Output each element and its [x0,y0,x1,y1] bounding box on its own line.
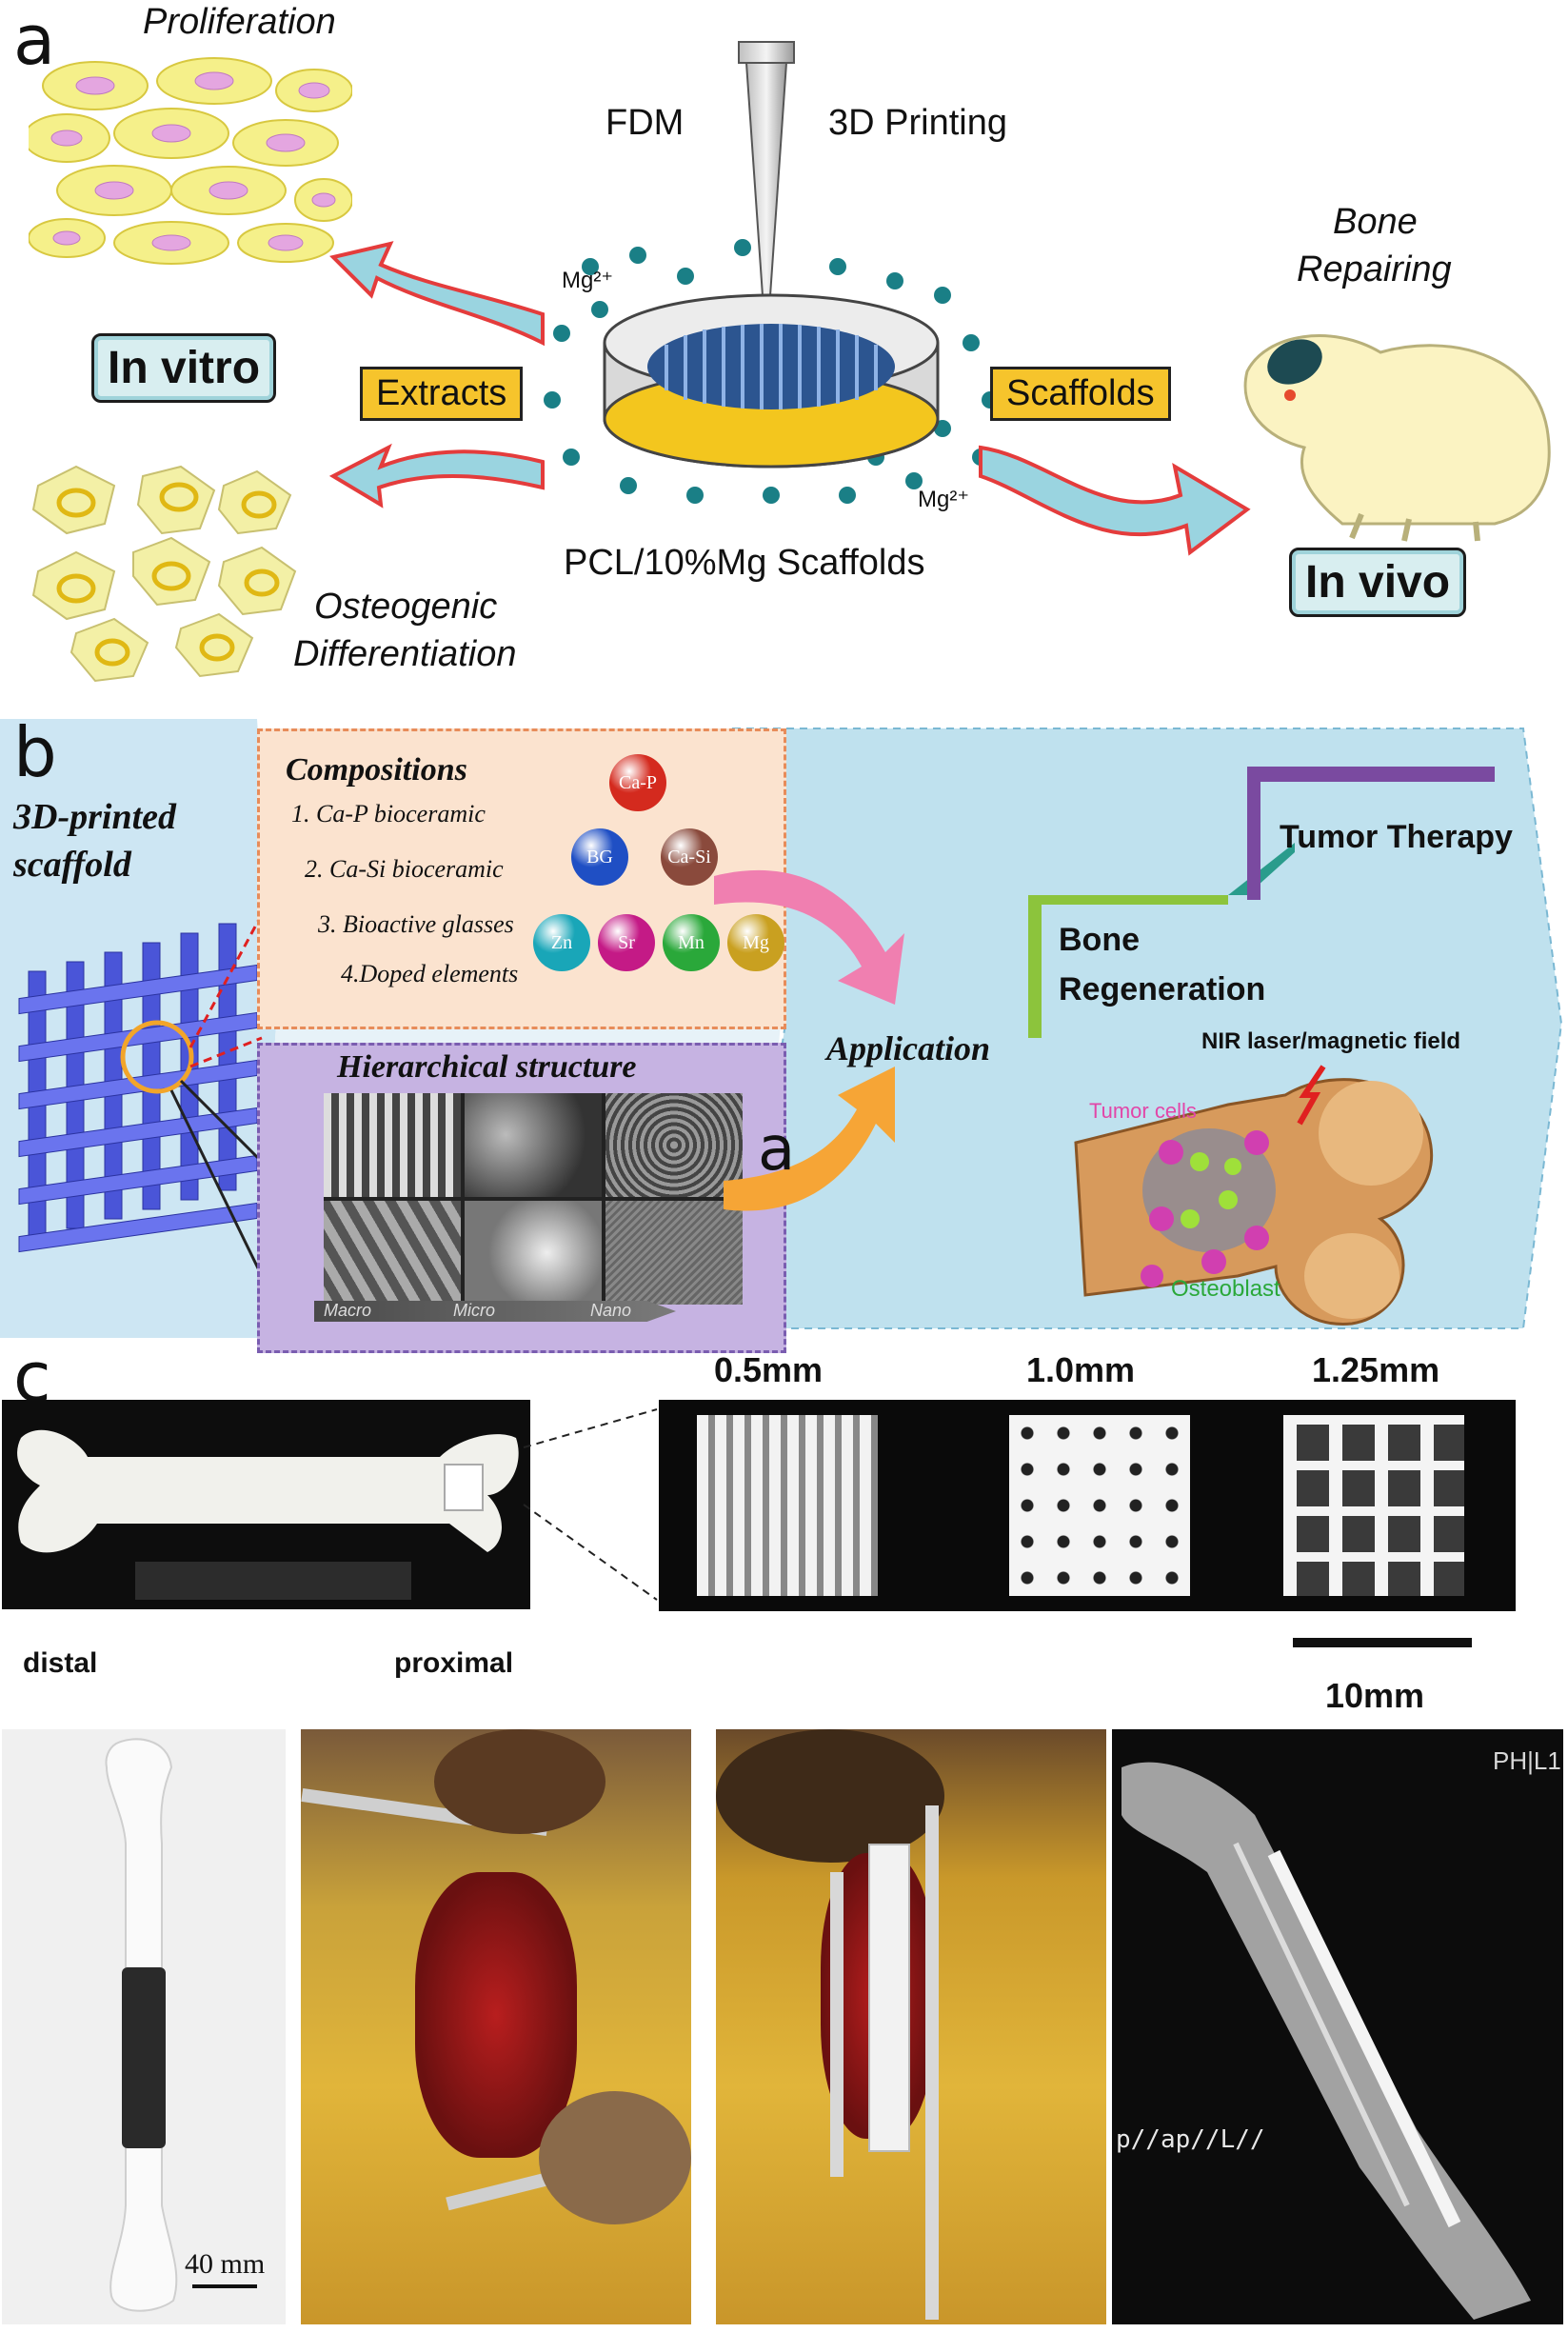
xray-corner-label: PH|L1 [1493,1746,1561,1775]
proliferation-cells-illustration [29,57,352,265]
retractor [830,1872,844,2177]
tumor-cells-label: Tumor cells [1089,1099,1197,1123]
mouse-illustration [1243,334,1551,542]
xray-bone-shape [1121,1762,1531,2320]
panel-letter-b: b [13,712,57,792]
scaffold-samples-photo [659,1400,1516,1611]
scale-nano: Nano [590,1301,632,1320]
comp-item-4: 4.Doped elements [341,960,519,987]
arrow-in-vivo [979,445,1251,556]
femur-photo [2,1400,530,1609]
retractor [925,1805,939,2320]
mg-ion-label-bottom: Mg²⁺ [918,487,969,512]
femur-bone-shape [17,1429,519,1600]
sem-image [605,1201,743,1305]
sem-image [324,1093,461,1197]
sphere-cap: Ca-P [609,754,666,811]
xray-text-label: p//ap//L// [1116,2125,1265,2154]
distal-label: distal [23,1647,98,1679]
nir-label: NIR laser/magnetic field [1201,1028,1461,1054]
in-vivo-box: In vivo [1289,548,1467,617]
3d-printing-label: 3D Printing [828,103,1007,143]
lattice-scaffold-illustration [18,914,264,1276]
application-arrows [714,869,904,1211]
osteogenic-label-2: Differentiation [293,634,517,674]
scale-arrow-bar [314,1301,676,1322]
bone-regen-label-1: Bone [1059,922,1140,958]
sphere-zn: Zn [533,914,590,971]
scaffold-title-2: scaffold [13,845,131,885]
fdm-label: FDM [605,103,685,143]
scale-macro: Macro [324,1301,372,1320]
proliferation-label: Proliferation [143,2,336,42]
scaffolds-tag: Scaffolds [990,367,1171,421]
osteogenic-label-1: Osteogenic [314,587,498,627]
in-vitro-box: In vitro [91,333,277,403]
bone-tumor-illustration [1074,1065,1434,1326]
scale-bar-c-label: 10mm [1325,1676,1425,1715]
application-steps [1028,767,1495,1038]
comp-item-2: 2. Ca-Si bioceramic [305,855,504,883]
zoom-dashed-lines [523,1408,658,1601]
scaffold-name-label: PCL/10%Mg Scaffolds [564,543,925,583]
scale-bar-d-label: 40 mm [185,2248,266,2280]
sphere-mg: Mg [727,914,784,971]
xray-photo: PH|L1 p//ap//L// [1112,1729,1563,2324]
surgery-photo-1 [301,1729,691,2324]
proximal-label: proximal [394,1647,514,1679]
scale-micro: Micro [453,1301,495,1320]
sphere-bg: BG [571,828,628,886]
scaffold-sample-1-0 [1009,1415,1190,1596]
comp-item-3: 3. Bioactive glasses [318,910,514,938]
hierarchical-title: Hierarchical structure [337,1049,637,1085]
mg-scaffold-dish-illustration [544,239,999,504]
mg-ion-label-top: Mg²⁺ [562,268,613,293]
sphere-sr: Sr [598,914,655,971]
sem-image [465,1093,602,1197]
size-label-0-5: 0.5mm [714,1350,824,1389]
scale-bar-c [1293,1638,1472,1647]
sem-image [324,1201,461,1305]
arrow-letter-a: a [758,1114,796,1185]
osteoblast-label: Osteoblast [1171,1276,1280,1302]
surgery-photo-2 [716,1729,1106,2324]
bone-repairing-label-1: Bone [1333,202,1418,242]
comp-item-1: 1. Ca-P bioceramic [291,800,486,828]
sem-images-grid [324,1093,743,1305]
size-label-1-25: 1.25mm [1312,1350,1440,1389]
bone-model-shape [105,1738,257,2312]
application-label: Application [826,1029,991,1067]
compositions-title: Compositions [286,752,467,788]
sphere-mn: Mn [663,914,720,971]
scaffold-sample-0-5 [697,1415,878,1596]
panel-letter-a: a [13,0,56,80]
gloved-hand [434,1729,605,1834]
gloved-hand [539,2091,691,2224]
tumor-therapy-label: Tumor Therapy [1280,819,1513,855]
size-label-1-0: 1.0mm [1026,1350,1136,1389]
surgical-site [415,1872,577,2158]
bone-repairing-label-2: Repairing [1297,249,1452,289]
osteogenic-cells-illustration [31,465,297,683]
sphere-casi: Ca-Si [661,828,718,886]
implant [868,1844,910,2152]
bone-regen-label-2: Regeneration [1059,971,1266,1007]
bone-model-photo: 40 mm [2,1729,286,2324]
sem-image [605,1093,743,1197]
gloved-hand [716,1729,944,1863]
scaffold-title-1: 3D-printed [13,797,176,837]
arrows-in-vitro [328,241,545,508]
sem-image [465,1201,602,1305]
extracts-tag: Extracts [360,367,524,421]
scaffold-sample-1-25 [1283,1415,1464,1596]
